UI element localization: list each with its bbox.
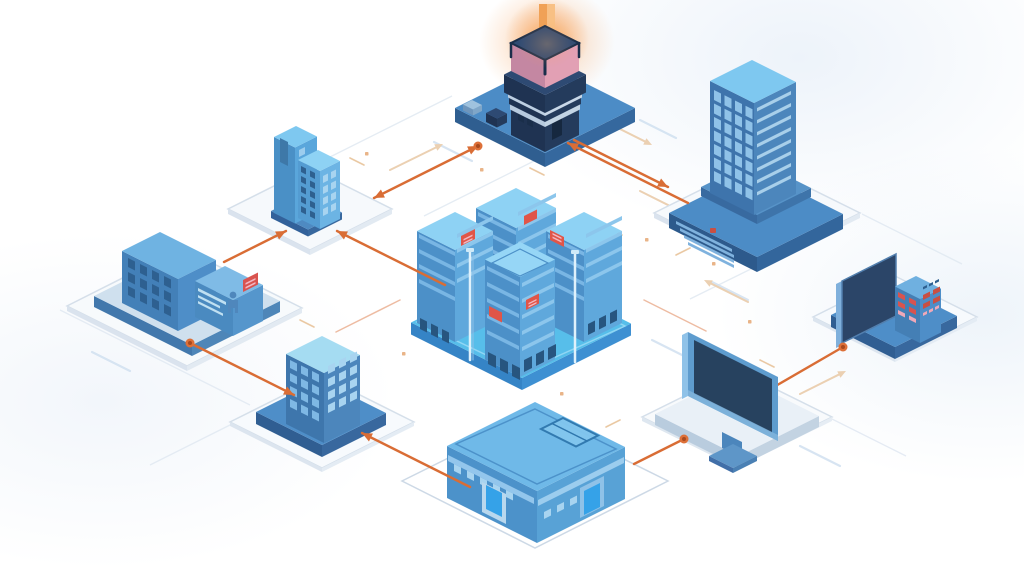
edge-cluster-east-trace [643, 299, 707, 332]
edge-control-to-skyscraper [572, 138, 670, 189]
edge-cube-to-monitor [632, 437, 686, 466]
grid-trace-line [59, 309, 251, 406]
blue-dash [90, 350, 132, 373]
node-workstation-server [811, 252, 979, 362]
edge-cluster-to-twin-towers [335, 229, 447, 287]
node-twin-towers [226, 126, 394, 255]
blue-dash [638, 118, 678, 140]
orange-tick [759, 359, 775, 368]
blue-dash [798, 444, 842, 468]
grid-trace-line [317, 95, 453, 164]
circuit-square [645, 238, 649, 242]
edge-markers-cube-to-monitor [679, 434, 689, 444]
circuit-square [365, 152, 369, 156]
node-cube-depot [400, 402, 670, 549]
edge-cluster-west-trace [335, 299, 401, 333]
grid-trace-line [861, 213, 963, 265]
node-skyscraper [652, 60, 862, 272]
orange-tick [299, 319, 315, 328]
circuit-square [748, 320, 752, 324]
edge-twin-towers-control-duplex [372, 144, 480, 200]
edge-markers-office-to-midrise [185, 338, 294, 395]
edge-markers-cube-to-midrise [362, 433, 373, 442]
circuit-square [480, 168, 484, 172]
node-desktop-monitor [640, 332, 834, 473]
edge-markers-twin-towers-control-duplex [374, 141, 483, 198]
circuit-square [402, 352, 406, 356]
grid-trace-line [149, 423, 233, 466]
node-midrise-tower [228, 336, 416, 472]
nodes-layer [65, 0, 979, 549]
edges-front-layer [185, 138, 848, 489]
edge-cube-to-midrise [360, 431, 472, 489]
node-city-block-cluster [411, 188, 631, 390]
orange-tick [605, 419, 621, 428]
orange-tick [675, 247, 691, 256]
grid-trace-line [423, 157, 541, 217]
edge-markers-skyscraper-to-control [568, 143, 579, 152]
edge-office-to-midrise [188, 341, 296, 397]
orange-tick [349, 157, 365, 166]
grid-trace-line [829, 417, 907, 457]
blue-dash [710, 280, 750, 302]
edge-markers-control-to-skyscraper [657, 178, 668, 187]
orange-tick [529, 167, 545, 176]
node-office-annex [65, 232, 304, 371]
grid-trace-line [689, 265, 758, 300]
circuit-square [560, 392, 564, 396]
edge-office-to-twin-towers [222, 229, 288, 264]
edge-markers-office-to-twin-towers [275, 231, 286, 240]
ghost-arrow [799, 371, 846, 395]
circuit-square [712, 262, 716, 266]
edge-markers-cluster-to-twin-towers [337, 231, 348, 240]
edge-markers-monitor-to-workstation [838, 342, 848, 352]
edge-skyscraper-to-control [566, 141, 690, 205]
node-control-tower [455, 0, 635, 167]
ghost-arrow [704, 280, 749, 303]
ghost-arrow [389, 144, 443, 171]
